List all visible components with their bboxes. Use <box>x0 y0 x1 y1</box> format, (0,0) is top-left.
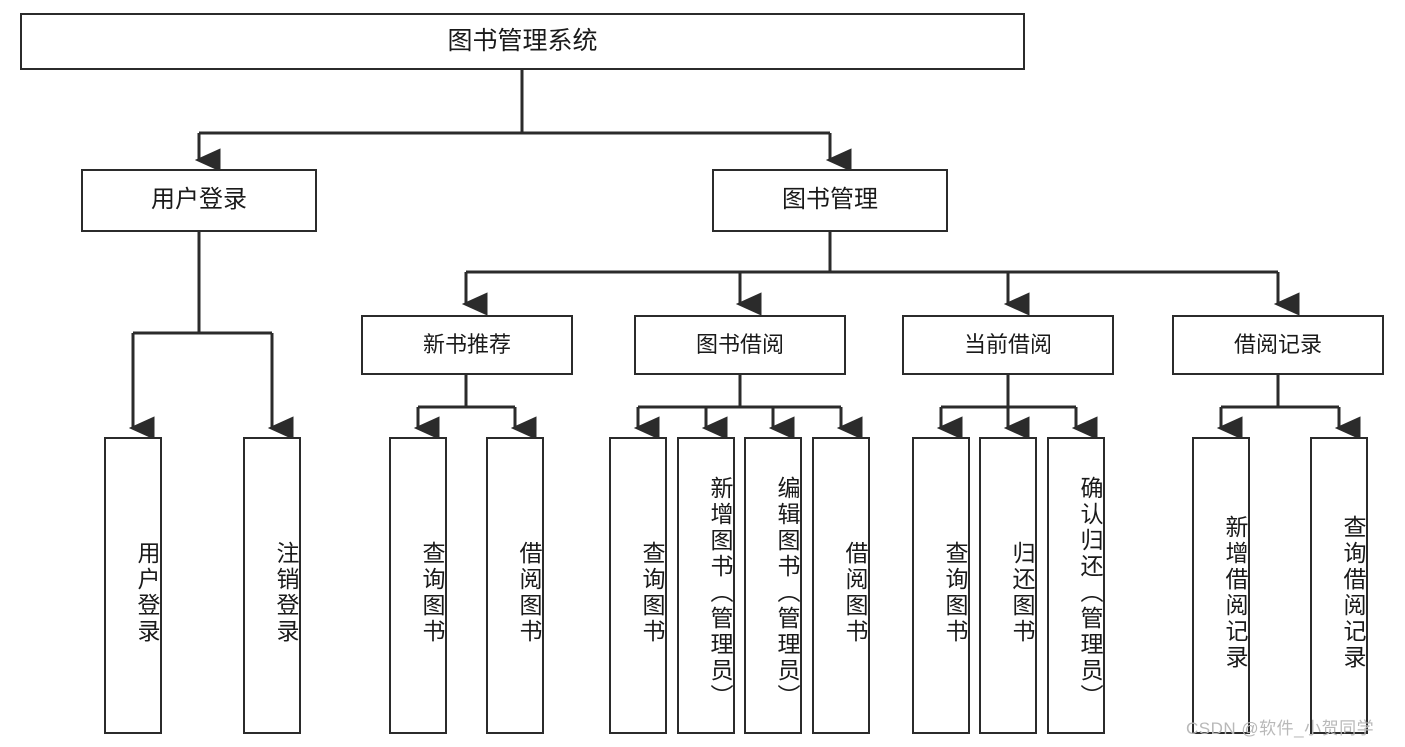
leaf-current-borrow-return-books[interactable]: 归还图书 <box>979 437 1037 734</box>
node-label: 新增图书（管理员） <box>707 475 733 710</box>
node-label: 当前借阅 <box>963 332 1052 358</box>
node-label: 查询借阅记录 <box>1340 514 1366 671</box>
leaf-current-borrow-confirm-return-admin[interactable]: 确认归还（管理员） <box>1047 437 1105 734</box>
node-user-login[interactable]: 用户登录 <box>81 169 317 232</box>
leaf-borrow-record-add-record[interactable]: 新增借阅记录 <box>1192 437 1250 734</box>
node-label: 确认归还（管理员） <box>1077 475 1103 710</box>
leaf-user-login-logout[interactable]: 注销登录 <box>243 437 301 734</box>
node-label: 用户登录 <box>151 186 247 214</box>
leaf-book-borrow-borrow-books[interactable]: 借阅图书 <box>812 437 870 734</box>
node-label: 借阅图书 <box>516 540 542 645</box>
node-label: 借阅记录 <box>1233 332 1322 358</box>
node-label: 图书借阅 <box>695 332 784 358</box>
node-label: 图书管理 <box>782 186 878 214</box>
node-label: 注销登录 <box>273 540 299 645</box>
node-label: 查询图书 <box>942 540 968 645</box>
node-label: 编辑图书（管理员） <box>774 475 800 710</box>
node-label: 查询图书 <box>639 540 665 645</box>
leaf-new-book-borrow-books[interactable]: 借阅图书 <box>486 437 544 734</box>
node-label: 新增借阅记录 <box>1222 514 1248 671</box>
node-new-book-recommendation[interactable]: 新书推荐 <box>361 315 573 375</box>
leaf-current-borrow-query-books[interactable]: 查询图书 <box>912 437 970 734</box>
leaf-borrow-record-query-record[interactable]: 查询借阅记录 <box>1310 437 1368 734</box>
leaf-book-borrow-edit-book-admin[interactable]: 编辑图书（管理员） <box>744 437 802 734</box>
leaf-new-book-query-books[interactable]: 查询图书 <box>389 437 447 734</box>
node-borrow-record[interactable]: 借阅记录 <box>1172 315 1384 375</box>
node-root-book-management-system[interactable]: 图书管理系统 <box>20 13 1025 70</box>
node-label: 借阅图书 <box>842 540 868 645</box>
node-book-management[interactable]: 图书管理 <box>712 169 948 232</box>
node-label: 用户登录 <box>134 540 160 645</box>
leaf-book-borrow-add-book-admin[interactable]: 新增图书（管理员） <box>677 437 735 734</box>
leaf-user-login-login[interactable]: 用户登录 <box>104 437 162 734</box>
node-current-borrow[interactable]: 当前借阅 <box>902 315 1114 375</box>
watermark: CSDN @软件_小贺同学 <box>1186 719 1375 738</box>
node-label: 新书推荐 <box>422 332 511 358</box>
node-label: 查询图书 <box>419 540 445 645</box>
node-label: 图书管理系统 <box>447 26 598 55</box>
leaf-book-borrow-query-books[interactable]: 查询图书 <box>609 437 667 734</box>
node-book-borrow[interactable]: 图书借阅 <box>634 315 846 375</box>
node-label: 归还图书 <box>1009 540 1035 645</box>
